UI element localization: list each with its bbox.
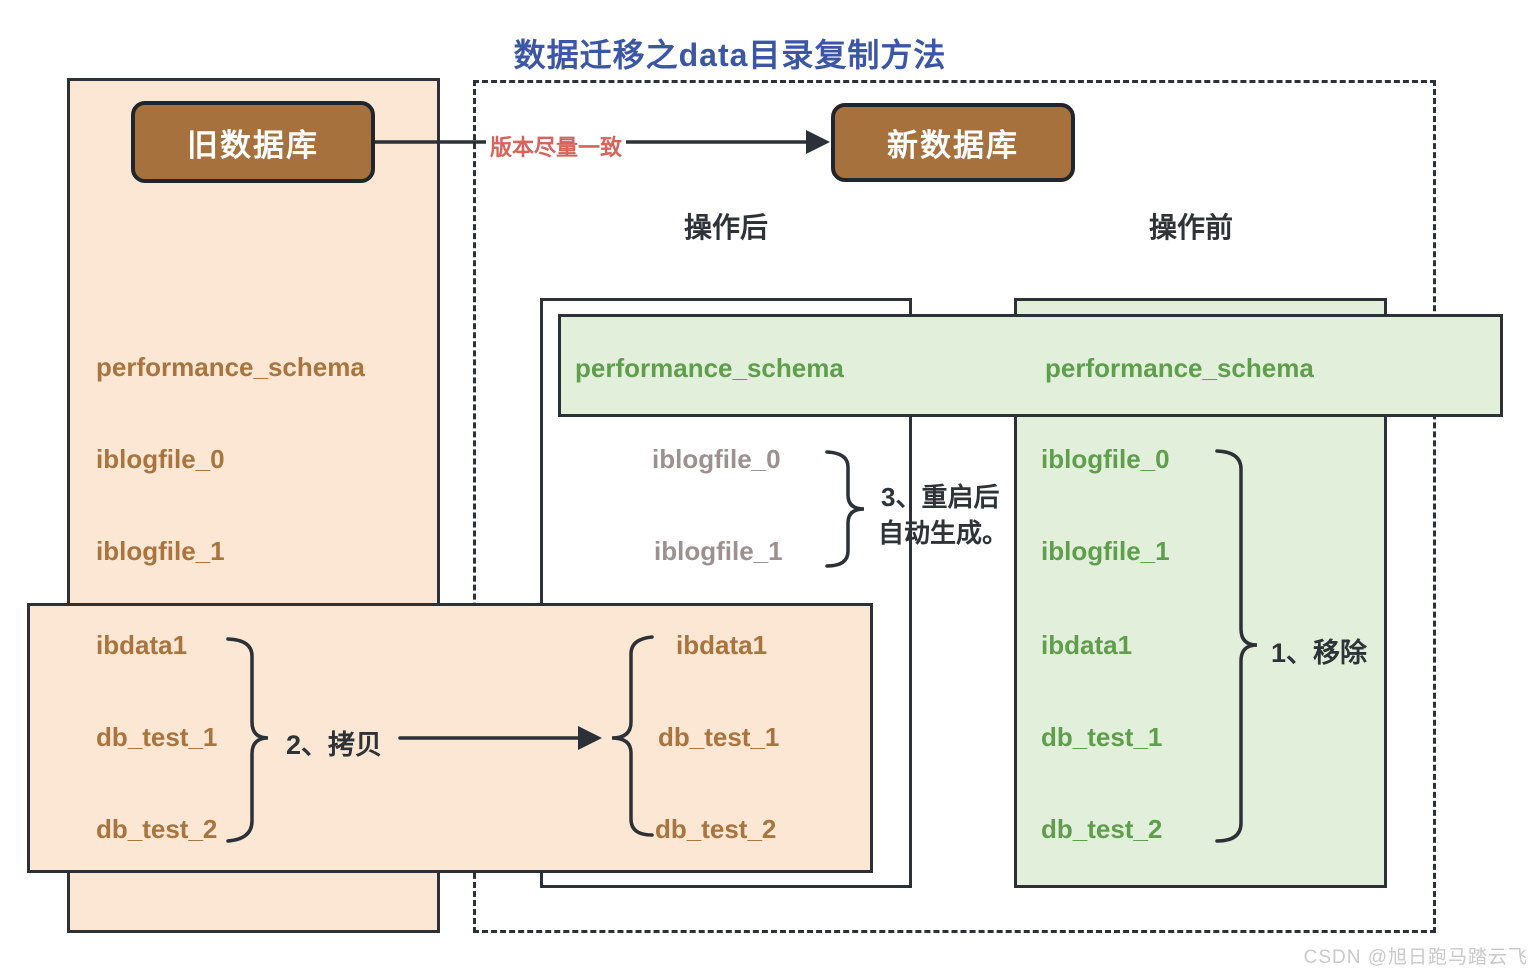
old-file-iblogfile-1: iblogfile_1	[96, 536, 225, 566]
before-ibdata1: ibdata1	[1041, 630, 1133, 660]
old-file-iblogfile-0: iblogfile_0	[96, 444, 225, 474]
before-label: 操作前	[1148, 212, 1233, 243]
step-regen-label-line2: 自动生成。	[878, 518, 1009, 548]
copy-src-db-test-1: db_test_1	[96, 722, 218, 752]
after-db-test-2: db_test_2	[655, 814, 777, 844]
step-remove-label: 1、移除	[1271, 638, 1368, 668]
before-schema-file: performance_schema	[1045, 353, 1314, 383]
step-regen-label-line1: 3、重启后	[881, 482, 1000, 512]
after-schema-file: performance_schema	[575, 353, 844, 383]
after-iblogfile-1: iblogfile_1	[654, 536, 783, 566]
step-copy-label: 2、拷贝	[286, 730, 383, 760]
old-file-performance-schema: performance_schema	[96, 352, 365, 382]
watermark: CSDN @旭日跑马踏云飞	[1303, 947, 1528, 968]
old-db-node: 旧数据库	[131, 101, 375, 183]
version-note: 版本尽量一致	[486, 130, 627, 162]
new-db-node: 新数据库	[831, 103, 1075, 182]
copy-src-db-test-2: db_test_2	[96, 814, 218, 844]
before-db-test-1: db_test_1	[1041, 722, 1163, 752]
after-label: 操作后	[683, 212, 768, 243]
before-iblogfile-0: iblogfile_0	[1041, 444, 1170, 474]
before-db-test-2: db_test_2	[1041, 814, 1163, 844]
schema-bar: performance_schema performance_schema	[558, 314, 1503, 417]
new-db-dashed-panel	[473, 80, 1436, 933]
after-db-test-1: db_test_1	[658, 722, 780, 752]
copy-src-ibdata1: ibdata1	[96, 630, 188, 660]
before-iblogfile-1: iblogfile_1	[1041, 536, 1170, 566]
page-title: 数据迁移之data目录复制方法	[513, 37, 947, 73]
after-iblogfile-0: iblogfile_0	[652, 444, 781, 474]
after-ibdata1: ibdata1	[676, 630, 768, 660]
